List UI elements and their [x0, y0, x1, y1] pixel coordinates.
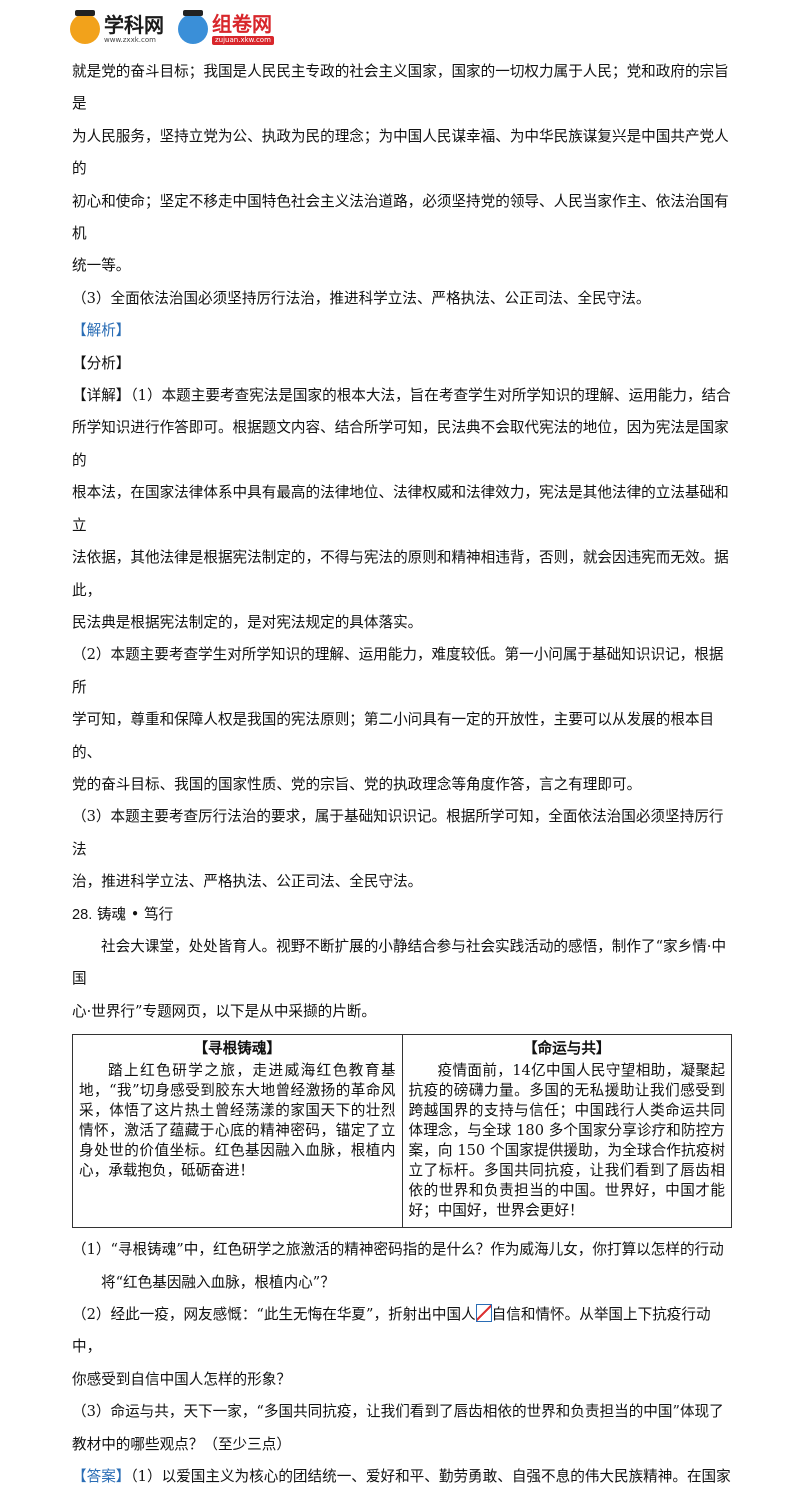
text-line: 统一等。 — [72, 257, 131, 275]
zujuan-logo[interactable]: 组卷网 zujuan.xkw.com — [178, 10, 274, 45]
text-line: 初心和使命；坚定不移走中国特色社会主义法治道路，必须坚持党的领导、人民当家作主、… — [72, 192, 729, 243]
detail-tag: 【详解】 — [72, 387, 131, 405]
document-body: 就是党的奋斗目标；我国是人民民主专政的社会主义国家，国家的一切权力属于人民；党和… — [72, 56, 736, 1493]
logo-name: 组卷网 — [212, 11, 272, 36]
detail-1-line: 【详解】（1）本题主要考查宪法是国家的根本大法，旨在考查学生对所学知识的理解、运… — [72, 387, 731, 405]
logo-name: 学科网 — [104, 12, 164, 37]
edit-pencil-icon — [475, 1304, 492, 1322]
box-left: 【寻根铸魂】 踏上红色研学之旅，走进威海红色教育基地，“我”切身感受到胶东大地曾… — [72, 1034, 403, 1229]
detail-1-line: 法依据，其他法律是根据宪法制定的，不得与宪法的原则和精神相违背，否则，就会因违宪… — [72, 549, 729, 599]
sub-question-1: （1）“寻根铸魂”中，红色研学之旅激活的精神密码指的是什么？作为威海儿女，你打算… — [72, 1241, 724, 1259]
box-title: 【命运与共】 — [522, 1040, 611, 1058]
box-title: 【寻根铸魂】 — [193, 1040, 282, 1058]
answer-3: （3）全面依法治国必须坚持厉行法治，推进科学立法、严格执法、公正司法、全民守法。 — [72, 289, 651, 307]
detail-3-line: 治，推进科学立法、严格执法、公正司法、全民守法。 — [72, 873, 423, 891]
box-right: 【命运与共】 疫情面前，14亿中国人民守望相助，凝聚起抗疫的磅礴力量。多国的无私… — [401, 1034, 732, 1229]
zxxk-logo[interactable]: 学科网 www.zxxk.com — [70, 10, 164, 44]
logo-url: zujuan.xkw.com — [212, 35, 274, 45]
box-body: 疫情面前，14亿中国人民守望相助，凝聚起抗疫的磅礴力量。多国的无私援助让我们感受… — [408, 1062, 726, 1220]
question-intro: 社会大课堂，处处皆育人。视野不断扩展的小静结合参与社会实践活动的感悟，制作了“家… — [72, 937, 727, 988]
sub-question-2: 你感受到自信中国人怎样的形象？ — [72, 1370, 291, 1388]
sub-question-2: （2）经此一疫，网友感慨：“此生无悔在华夏”，折射出中国人自信和情怀。从举国上下… — [72, 1304, 711, 1356]
text-line: 就是党的奋斗目标；我国是人民民主专政的社会主义国家，国家的一切权力属于人民；党和… — [72, 63, 729, 113]
detail-1-line: 根本法，在国家法律体系中具有最高的法律地位、法律权威和法律效力，宪法是其他法律的… — [72, 484, 729, 534]
detail-1-line: 民法典是根据宪法制定的，是对宪法规定的具体落实。 — [72, 613, 423, 631]
answer-line: 【答案】（1）以爱国主义为核心的团结统一、爱好和平、勤劳勇敢、自强不息的伟大民族… — [72, 1468, 731, 1486]
mascot-icon — [178, 10, 208, 44]
header-logos: 学科网 www.zxxk.com 组卷网 zujuan.xkw.com — [70, 8, 288, 50]
text-line: 为人民服务，坚持立党为公、执政为民的理念；为中国人民谋幸福、为中华民族谋复兴是中… — [72, 127, 729, 178]
detail-2-line: 学可知，尊重和保障人权是我国的宪法原则；第二小问具有一定的开放性，主要可以从发展… — [72, 711, 715, 761]
analysis-heading: 【分析】 — [72, 354, 131, 372]
question-28-heading: 28. 铸魂 • 笃行 — [72, 905, 174, 923]
logo-url: www.zxxk.com — [104, 35, 156, 44]
sub-question-3: （3）命运与共，天下一家，“多国共同抗疫，让我们看到了唇齿相依的世界和负责担当的… — [72, 1403, 724, 1421]
analysis-tag: 【解析】 — [72, 322, 131, 340]
detail-1-line: 所学知识进行作答即可。根据题文内容、结合所学可知，民法典不会取代宪法的地位，因为… — [72, 419, 729, 469]
answer-tag: 【答案】 — [72, 1468, 131, 1486]
material-boxes: 【寻根铸魂】 踏上红色研学之旅，走进威海红色教育基地，“我”切身感受到胶东大地曾… — [72, 1034, 732, 1229]
detail-2-line: （2）本题主要考查学生对所学知识的理解、运用能力，难度较低。第一小问属于基础知识… — [72, 646, 724, 696]
question-intro: 心·世界行”专题网页，以下是从中采撷的片断。 — [72, 1002, 376, 1020]
graduate-cap-icon — [70, 10, 100, 44]
box-body: 踏上红色研学之旅，走进威海红色教育基地，“我”切身感受到胶东大地曾经激扬的革命风… — [79, 1062, 396, 1180]
sub-question-1: 将“红色基因融入血脉，根植内心”？ — [101, 1273, 335, 1291]
detail-3-line: （3）本题主要考查厉行法治的要求，属于基础知识识记。根据所学可知，全面依法治国必… — [72, 808, 724, 858]
sub-question-3: 教材中的哪些观点？（至少三点） — [72, 1435, 291, 1453]
detail-2-line: 党的奋斗目标、我国的国家性质、党的宗旨、党的执政理念等角度作答，言之有理即可。 — [72, 775, 642, 793]
